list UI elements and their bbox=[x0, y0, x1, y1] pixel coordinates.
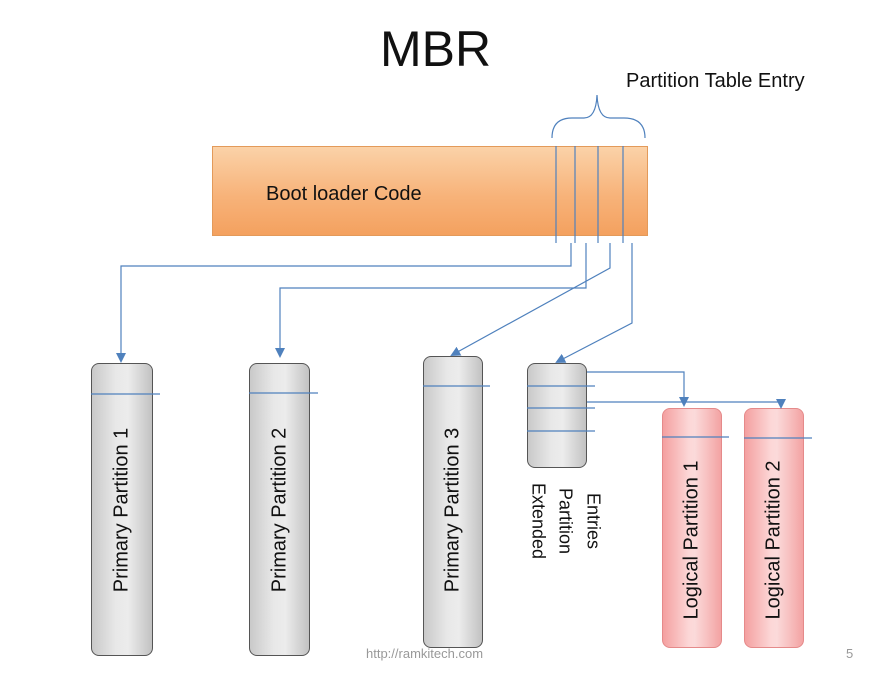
brace-shape bbox=[551, 94, 646, 139]
connector-to-extended bbox=[555, 243, 633, 363]
connector-to-primary-3 bbox=[450, 243, 611, 356]
primary-partition-1 bbox=[91, 363, 153, 656]
extended-label-line-1: Extended bbox=[528, 482, 549, 560]
extended-partition-entries-block bbox=[527, 363, 587, 468]
logical-partition-1-label: Logical Partition 1 bbox=[680, 460, 703, 620]
connector-to-primary-2 bbox=[275, 243, 587, 358]
primary-partition-1-label: Primary Partition 1 bbox=[110, 427, 133, 593]
page-number: 5 bbox=[846, 646, 854, 661]
connector-to-primary-1 bbox=[116, 243, 572, 363]
primary-partition-2 bbox=[249, 363, 310, 656]
connector-to-logical-1 bbox=[587, 371, 689, 407]
connector-to-logical-2 bbox=[587, 399, 786, 409]
logical-partition-1 bbox=[662, 408, 722, 648]
footer-url: http://ramkitech.com bbox=[366, 646, 484, 661]
primary-partition-3 bbox=[423, 356, 483, 648]
page-title: MBR bbox=[379, 21, 492, 77]
partition-table-entry-label: Partition Table Entry bbox=[626, 70, 805, 92]
extended-label-line-3: Entries bbox=[583, 492, 604, 550]
logical-partition-2 bbox=[744, 408, 804, 648]
primary-partition-2-label: Primary Partition 2 bbox=[268, 427, 291, 593]
boot-loader-label: Boot loader Code bbox=[266, 183, 422, 205]
extended-label-line-2: Partition bbox=[555, 487, 576, 555]
logical-partition-2-label: Logical Partition 2 bbox=[762, 460, 785, 620]
primary-partition-3-label: Primary Partition 3 bbox=[441, 427, 464, 593]
